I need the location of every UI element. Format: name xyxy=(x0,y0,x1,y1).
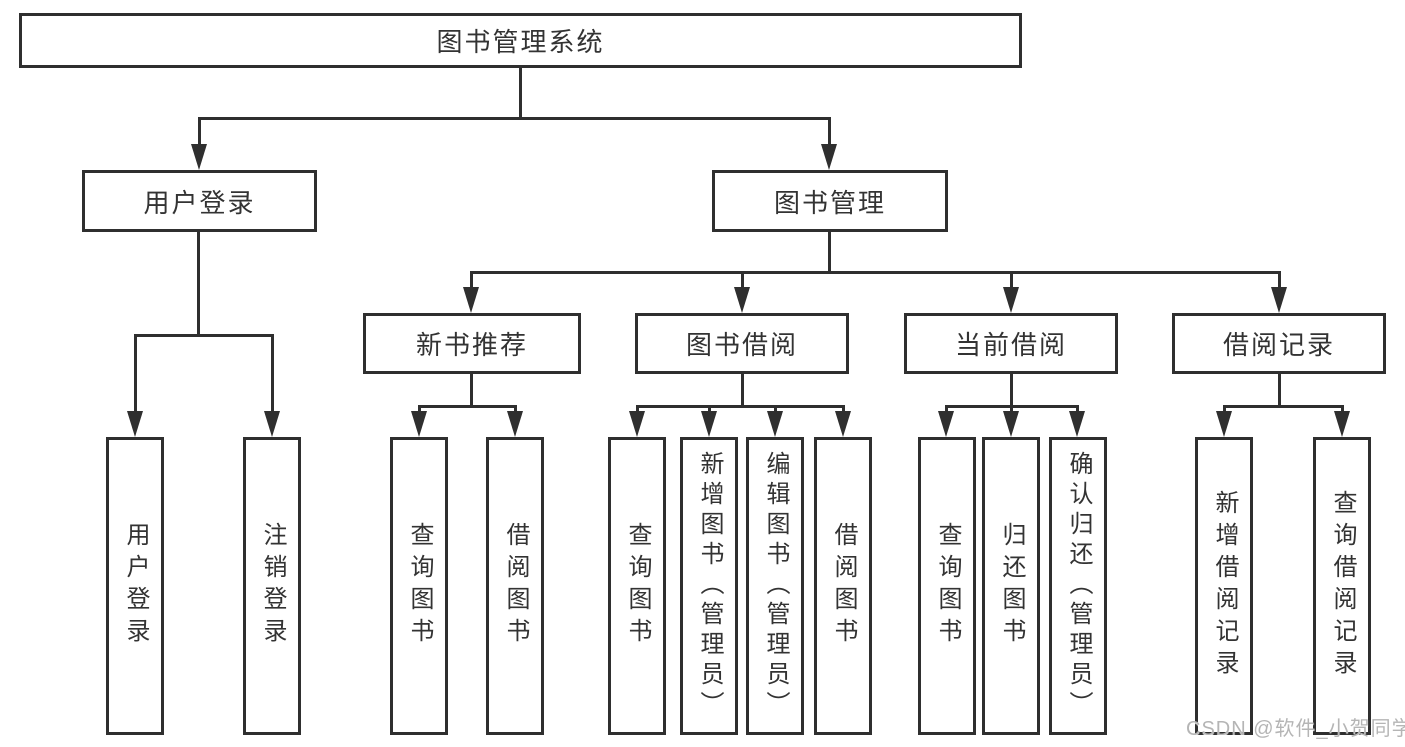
connector-userlogin-drop-1 xyxy=(134,334,137,412)
connector-borrow-rail xyxy=(636,405,844,408)
leaf-borrow-edit-book: 编辑图书（管理员） xyxy=(746,437,804,735)
node-book-management: 图书管理 xyxy=(712,170,948,232)
node-new-book-recommend: 新书推荐 xyxy=(363,313,581,374)
connector-current-stem xyxy=(1010,374,1013,407)
connector-borrow-stem xyxy=(741,374,744,407)
connector-root-drop-right xyxy=(828,117,831,147)
arrow-to-user-login xyxy=(191,144,207,170)
arrow-to-book-borrow xyxy=(734,287,750,313)
arrow-to-borrow-borrow-book xyxy=(835,411,851,437)
leaf-cur-query-book: 查询图书 xyxy=(918,437,976,735)
node-borrow-records: 借阅记录 xyxy=(1172,313,1386,374)
arrow-to-leaf-user-login xyxy=(127,411,143,437)
connector-borrow-drop-2 xyxy=(708,405,711,413)
arrow-to-current-borrow xyxy=(1003,287,1019,313)
watermark: CSDN @软件_小贺同学 xyxy=(1186,718,1405,740)
arrow-to-borrow-records xyxy=(1271,287,1287,313)
connector-recommend-stem xyxy=(470,374,473,407)
connector-current-drop-1 xyxy=(945,405,948,413)
node-book-borrow: 图书借阅 xyxy=(635,313,849,374)
leaf-borrow-add-book: 新增图书（管理员） xyxy=(680,437,738,735)
arrow-to-log-query-record xyxy=(1334,411,1350,437)
connector-bookmgmt-drop-1 xyxy=(470,271,473,289)
connector-root-rail xyxy=(198,117,831,120)
arrow-to-log-add-record xyxy=(1216,411,1232,437)
arrow-to-cur-return-book xyxy=(1003,411,1019,437)
arrow-to-rec-query-book xyxy=(411,411,427,437)
leaf-logout: 注销登录 xyxy=(243,437,301,735)
leaf-cur-return-book: 归还图书 xyxy=(982,437,1040,735)
arrow-to-leaf-logout xyxy=(264,411,280,437)
connector-records-stem xyxy=(1278,374,1281,407)
connector-recommend-drop-2 xyxy=(514,405,517,413)
arrow-to-cur-query-book xyxy=(938,411,954,437)
connector-root-drop-left xyxy=(198,117,201,147)
leaf-borrow-query-book: 查询图书 xyxy=(608,437,666,735)
arrow-to-borrow-add-book xyxy=(701,411,717,437)
node-user-login: 用户登录 xyxy=(82,170,317,232)
connector-records-rail xyxy=(1223,405,1344,408)
connector-recommend-drop-1 xyxy=(418,405,421,413)
connector-borrow-drop-3 xyxy=(774,405,777,413)
arrow-to-borrow-query-book xyxy=(629,411,645,437)
connector-root-stem xyxy=(519,68,522,117)
node-root: 图书管理系统 xyxy=(19,13,1022,68)
connector-borrow-drop-4 xyxy=(842,405,845,413)
connector-bookmgmt-drop-2 xyxy=(741,271,744,289)
connector-userlogin-stem xyxy=(197,232,200,335)
connector-current-drop-3 xyxy=(1076,405,1079,413)
connector-bookmgmt-drop-3 xyxy=(1010,271,1013,289)
leaf-log-query-record: 查询借阅记录 xyxy=(1313,437,1371,735)
arrow-to-cur-confirm-return xyxy=(1069,411,1085,437)
leaf-cur-confirm-return: 确认归还（管理员） xyxy=(1049,437,1107,735)
connector-userlogin-rail xyxy=(134,334,274,337)
arrow-to-new-book-recommend xyxy=(463,287,479,313)
connector-records-drop-1 xyxy=(1223,405,1226,413)
leaf-rec-query-book: 查询图书 xyxy=(390,437,448,735)
leaf-borrow-borrow-book: 借阅图书 xyxy=(814,437,872,735)
leaf-log-add-record: 新增借阅记录 xyxy=(1195,437,1253,735)
connector-records-drop-2 xyxy=(1341,405,1344,413)
node-current-borrow: 当前借阅 xyxy=(904,313,1118,374)
connector-bookmgmt-rail xyxy=(470,271,1280,274)
connector-bookmgmt-drop-4 xyxy=(1278,271,1281,289)
connector-current-drop-2 xyxy=(1010,405,1013,413)
leaf-rec-borrow-book: 借阅图书 xyxy=(486,437,544,735)
arrow-to-rec-borrow-book xyxy=(507,411,523,437)
leaf-user-login: 用户登录 xyxy=(106,437,164,735)
connector-userlogin-drop-2 xyxy=(271,334,274,412)
arrow-to-book-management xyxy=(821,144,837,170)
connector-borrow-drop-1 xyxy=(636,405,639,413)
arrow-to-borrow-edit-book xyxy=(767,411,783,437)
connector-bookmgmt-stem xyxy=(828,232,831,273)
connector-recommend-rail xyxy=(418,405,517,408)
